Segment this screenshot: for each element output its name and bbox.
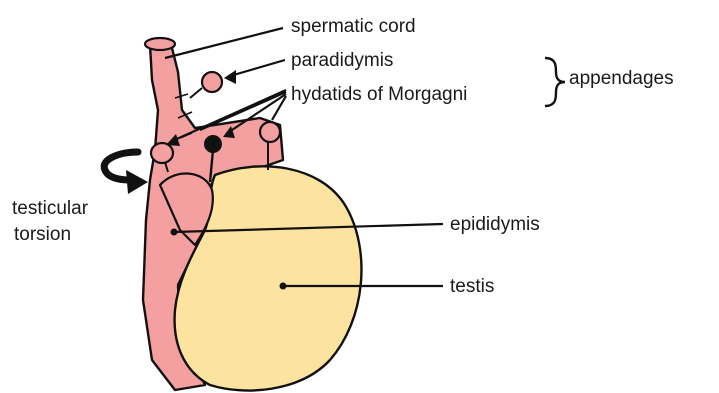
label-paradidymis: paradidymis	[291, 50, 393, 71]
leader-paradidymis	[230, 60, 285, 76]
spermatic-cord-opening	[145, 38, 175, 50]
appendages-brace	[545, 58, 565, 106]
label-epididymis: epididymis	[450, 214, 540, 235]
label-hydatids: hydatids of Morgagni	[291, 84, 467, 105]
paradidymis-stalk	[190, 88, 202, 98]
label-torsion: torsion	[14, 224, 71, 245]
torsion-arrowhead-icon	[126, 170, 148, 194]
hydatid-left	[151, 143, 173, 163]
label-appendages: appendages	[569, 68, 674, 89]
leader-spermatic-cord	[165, 28, 283, 58]
hydatid-right	[260, 122, 280, 142]
arrowhead-paradidymis-icon	[224, 70, 236, 84]
label-testicular: testicular	[12, 198, 89, 219]
label-testis: testis	[450, 276, 494, 297]
label-spermatic-cord: spermatic cord	[291, 16, 416, 37]
paradidymis-appendage	[202, 72, 222, 92]
